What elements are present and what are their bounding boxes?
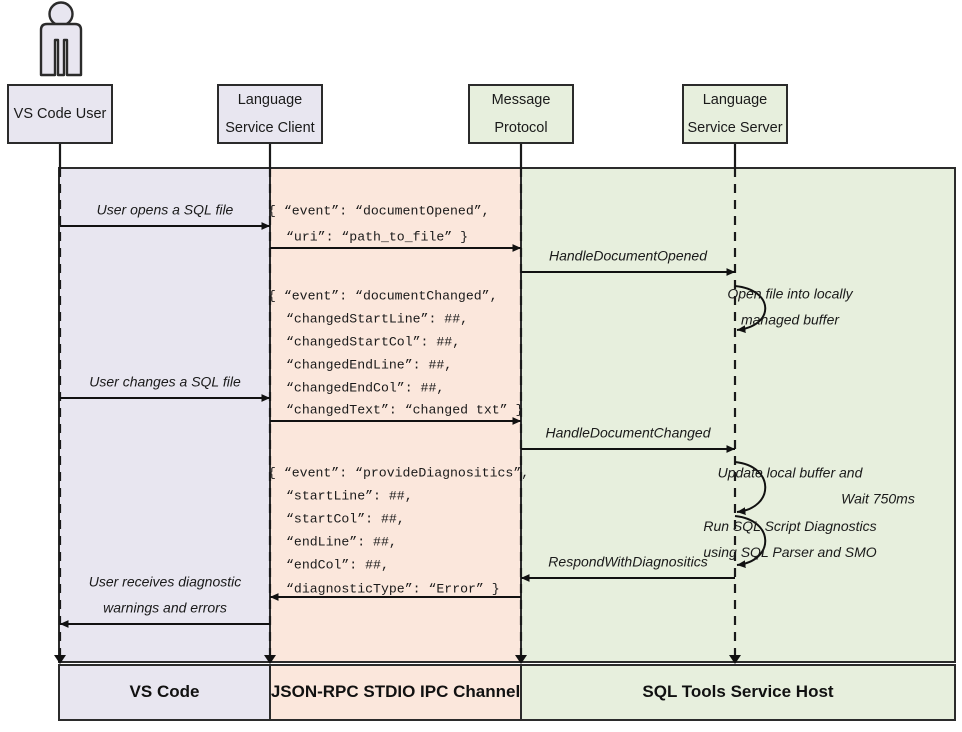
json-provide-diagnositics-line-2: “startCol”: ##, xyxy=(286,511,405,526)
msg-handle-document-opened: HandleDocumentOpened xyxy=(521,248,736,276)
messages: User opens a SQL fileHandleDocumentOpene… xyxy=(59,202,736,628)
json-provide-diagnositics-line-4: “endCol”: ##, xyxy=(286,557,389,572)
lifeline-terminator-vs-code-user xyxy=(54,655,66,664)
msg-handle-document-changed-label: HandleDocumentChanged xyxy=(546,425,712,441)
lifeline-bands xyxy=(58,167,956,663)
msg-user-receives-diagnostics-label-2: warnings and errors xyxy=(103,600,227,616)
band-sql-tools-footer-cell[interactable] xyxy=(520,664,956,721)
vs-code-user-actor xyxy=(39,1,83,77)
self-run-sql-diagnostics-loop xyxy=(734,515,767,568)
json-provide-diagnositics-line-1: “startLine”: ##, xyxy=(286,488,413,503)
json-document-opened-line-0: { “event”: “documentOpened”, xyxy=(268,203,490,218)
json-document-changed-line-0: { “event”: “documentChanged”, xyxy=(268,288,498,303)
lifeline-terminator-message-protocol xyxy=(515,655,527,664)
msg-user-opens-sql-file-label: User opens a SQL file xyxy=(97,202,234,218)
participant-label-language-service-client-1: Language xyxy=(238,92,303,108)
participant-label-language-service-client-2: Service Client xyxy=(225,120,314,136)
self-update-local-buffer-note-0: Update local buffer and xyxy=(718,465,864,481)
msg-handle-document-opened-label: HandleDocumentOpened xyxy=(549,248,708,264)
json-document-opened: { “event”: “documentOpened”, “uri”: “path… xyxy=(268,203,490,244)
participant-label-language-service-server-1: Language xyxy=(703,92,768,108)
participant-box-language-service-server[interactable] xyxy=(682,84,788,144)
band-json-rpc-band xyxy=(269,167,522,663)
json-payload-blocks: { “event”: “documentOpened”, “uri”: “path… xyxy=(268,203,529,596)
json-document-changed-line-2: “changedStartCol”: ##, xyxy=(286,334,460,349)
json-provide-diagnositics-line-0: { “event”: “provideDiagnositics”, xyxy=(268,465,529,480)
msg-respond-with-diagnositics-label: RespondWithDiagnositics xyxy=(548,554,707,570)
band-sql-tools-footer-label: SQL Tools Service Host xyxy=(642,682,833,701)
participant-label-language-service-server-2: Service Server xyxy=(687,120,782,136)
json-document-changed-line-4: “changedEndCol”: ##, xyxy=(286,380,444,395)
band-json-rpc-footer-cell[interactable] xyxy=(269,664,522,721)
person-icon-body xyxy=(39,22,83,77)
self-open-file-into-buffer: Open file into locally managed buffer xyxy=(727,285,854,333)
self-run-sql-diagnostics-note-1: using SQL Parser and SMO xyxy=(703,544,876,560)
participant-label-vs-code-user: VS Code User xyxy=(14,106,107,122)
msg-respond-with-diagnositics: RespondWithDiagnositics xyxy=(520,554,735,582)
json-document-changed: { “event”: “documentChanged”, “changedSta… xyxy=(268,288,523,417)
band-vs-code-band xyxy=(58,167,271,663)
self-update-local-buffer-note-1: Wait 750ms xyxy=(841,491,915,507)
msg-user-changes-sql-file-label: User changes a SQL file xyxy=(89,374,241,390)
participant-label-message-protocol-1: Message xyxy=(492,92,551,108)
self-update-local-buffer-loop xyxy=(734,461,767,515)
msg-handle-document-changed: HandleDocumentChanged xyxy=(521,425,736,453)
msg-user-receives-diagnostics-label-1: User receives diagnostic xyxy=(89,574,242,590)
band-vs-code-footer-cell[interactable] xyxy=(58,664,271,721)
self-run-sql-diagnostics-note-0: Run SQL Script Diagnostics xyxy=(703,518,876,534)
participant-box-language-service-client[interactable] xyxy=(217,84,323,144)
participant-box-message-protocol[interactable] xyxy=(468,84,574,144)
json-provide-diagnositics: { “event”: “provideDiagnositics”, “startL… xyxy=(268,465,529,596)
msg-user-changes-sql-file: User changes a SQL file xyxy=(60,374,271,402)
json-document-changed-line-5: “changedText”: “changed txt” } xyxy=(286,402,523,417)
json-provide-diagnositics-line-5: “diagnosticType”: “Error” } xyxy=(286,581,500,596)
self-open-file-into-buffer-loop xyxy=(734,285,767,333)
band-vs-code-footer-label: VS Code xyxy=(130,682,200,701)
lifeline-terminator-language-service-server xyxy=(729,655,741,664)
json-document-opened-line-1: “uri”: “path_to_file” } xyxy=(286,229,468,244)
participant-box-vs-code-user[interactable] xyxy=(7,84,113,144)
footer-bar: VS Code JSON-RPC STDIO IPC Channel SQL Too… xyxy=(58,664,956,721)
self-run-sql-diagnostics: Run SQL Script Diagnostics using SQL Pars… xyxy=(703,515,877,568)
json-provide-diagnositics-line-3: “endLine”: ##, xyxy=(286,534,397,549)
band-sql-tools-band xyxy=(520,167,956,663)
self-open-file-into-buffer-note-0: Open file into locally xyxy=(727,286,853,302)
msg-user-receives-diagnostics: User receives diagnostic warnings and err… xyxy=(59,574,270,628)
lifeline-terminator-language-service-client xyxy=(264,655,276,664)
band-json-rpc-footer-label: JSON-RPC STDIO IPC Channel xyxy=(271,682,520,701)
self-messages: Open file into locally managed bufferUpda… xyxy=(703,285,915,568)
msg-user-opens-sql-file: User opens a SQL file xyxy=(60,202,271,230)
json-document-changed-line-1: “changedStartLine”: ##, xyxy=(286,311,468,326)
person-icon-head xyxy=(48,1,74,27)
json-document-changed-line-3: “changedEndLine”: ##, xyxy=(286,357,452,372)
participant-label-message-protocol-2: Protocol xyxy=(494,120,547,136)
self-open-file-into-buffer-note-1: managed buffer xyxy=(741,312,840,328)
